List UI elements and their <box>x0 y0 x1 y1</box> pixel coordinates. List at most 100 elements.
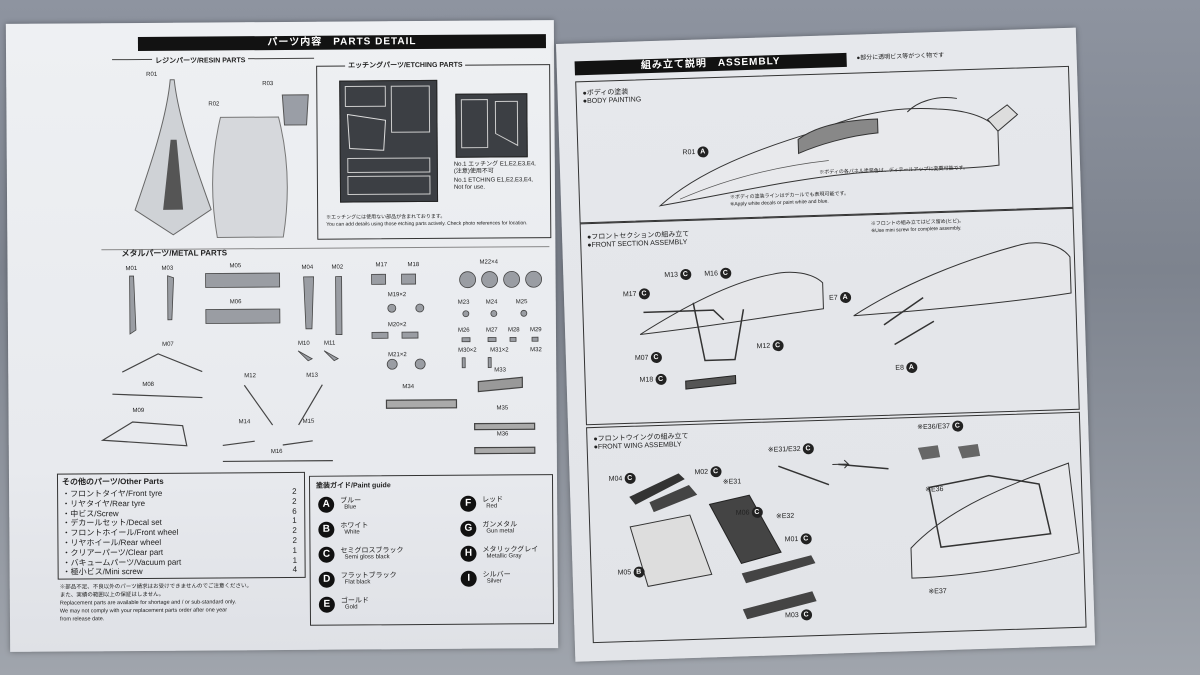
other-part-quantity: 2 <box>292 535 297 545</box>
paint-code-badge: E <box>318 596 335 613</box>
paint-code-badge: C <box>709 466 722 478</box>
assembly-header: 組み立て説明 ASSEMBLY <box>574 52 847 76</box>
wing-label-e31: ※E31 <box>722 478 742 486</box>
other-part-quantity: 2 <box>292 486 297 496</box>
other-part-quantity: 4 <box>292 565 298 575</box>
assembly-top-note: ●部分に透明ビス等がつく物です <box>856 52 945 62</box>
front-label-m16-text: M16 <box>704 270 719 278</box>
body-painting-drawing <box>658 97 1019 207</box>
paint-name-en: Metallic Gray <box>486 553 522 560</box>
wing-label-m04-text: M04 <box>608 475 623 483</box>
front-section-section: ●フロントセクションの組み立て ●FRONT SECTION ASSEMBLY … <box>579 207 1080 426</box>
etching-note-en: No.1 ETCHING E1,E2,E3,E4, Not for use. <box>453 177 533 191</box>
wing-label-m04: M04 C <box>608 472 636 485</box>
front-section-drawing <box>639 242 1072 390</box>
front-label-m13-text: M13 <box>664 271 679 280</box>
parts-detail-header: パーツ内容 PARTS DETAIL <box>137 34 546 51</box>
etching-bottom-note: ※エッチングには使用ない部品が含まれております。 You can add det… <box>326 213 528 228</box>
wing-label-e37: ※E37 <box>928 587 947 596</box>
front-label-m13: M13 C <box>664 268 692 281</box>
paint-name-en: White <box>344 529 360 536</box>
paint-code-badge: C <box>719 267 732 279</box>
metal-parts-box: メタルパーツ/METAL PARTS M01 M03 M05 M06 M04 M… <box>100 246 551 469</box>
wing-label-m05-text: M05 <box>617 569 632 577</box>
paint-code-badge: A <box>905 361 918 374</box>
paint-code-badge: G <box>460 520 477 537</box>
front-label-m17-text: M17 <box>622 290 637 299</box>
other-part-quantity: 1 <box>292 516 297 526</box>
etching-parts-box: エッチングパーツ/ETCHING PARTS No.1 エッチング E1,E2,… <box>316 59 552 240</box>
paint-code-badge: C <box>624 472 636 485</box>
front-label-m16: M16 C <box>704 267 732 280</box>
parts-detail-page: パーツ内容 PARTS DETAIL レジンパーツ/RESIN PARTS R0… <box>5 20 559 652</box>
paint-code-badge: C <box>800 609 812 621</box>
etching-parts-title: エッチングパーツ/ETCHING PARTS <box>345 59 466 71</box>
paint-code-badge: C <box>638 288 650 300</box>
paint-code-badge: F <box>460 495 477 512</box>
body-label-r01: R01 A <box>682 146 709 158</box>
body-painting-section: ●ボディの塗装 ●BODY PAINTING R01 A ※ボディの各パネル塗装… <box>575 65 1074 224</box>
wing-label-e31-e32: ※E31/E32 C <box>768 443 814 455</box>
paint-code-badge: C <box>751 506 763 519</box>
paint-code-badge: D <box>318 571 335 588</box>
paint-name-en: Red <box>486 503 498 510</box>
front-label-m17: M17 C <box>623 288 650 300</box>
paint-code-badge: A <box>839 291 851 304</box>
other-part-quantity: 6 <box>292 506 297 516</box>
front-label-m07-text: M07 <box>634 354 649 363</box>
wing-label-m05: M05 B <box>617 566 645 578</box>
front-label-e8-text: E8 <box>895 364 905 372</box>
wing-label-m06-text: M06 <box>735 509 750 517</box>
other-part-label: ・極小ビス/Mini screw <box>62 567 143 577</box>
metal-parts-drawing <box>100 270 543 463</box>
paint-code-badge: A <box>697 146 709 158</box>
wing-label-m01: M01 C <box>785 533 812 545</box>
front-label-e7-text: E7 <box>829 294 838 302</box>
paint-code-badge: B <box>633 566 645 578</box>
front-label-m07: M07 C <box>634 351 662 364</box>
front-label-m18-text: M18 <box>639 376 654 384</box>
paint-name-en: Gold <box>344 604 358 611</box>
other-parts-title: その他のパーツ/Other Parts <box>61 476 164 487</box>
wing-label-m03-text: M03 <box>784 612 799 620</box>
front-label-m18: M18 C <box>639 373 667 386</box>
paint-name-en: Silver <box>486 578 502 585</box>
front-label-m12: M12 C <box>756 340 784 352</box>
resin-parts-box: レジンパーツ/RESIN PARTS R01 R02 R03 <box>112 55 316 241</box>
paint-code-badge: C <box>654 373 667 386</box>
paint-name-en: Semi gloss black <box>344 554 390 561</box>
paint-guide-title: 塗装ガイド/Paint guide <box>316 482 391 490</box>
wing-label-m03: M03 C <box>785 609 812 621</box>
etching-sheet-1-detail <box>344 85 431 196</box>
replacement-footnote: ※部品不足、不良以外のパーツ請求はお受けできませんのでご注意ください。 また、実… <box>59 583 253 623</box>
other-part-quantity: 1 <box>292 555 298 565</box>
front-label-e7: E7 A <box>829 291 851 304</box>
wing-label-e36-e37-text: ※E36/E37 <box>917 423 951 432</box>
resin-parts-drawing <box>134 79 309 238</box>
front-label-m12-text: M12 <box>756 342 771 351</box>
paint-code-badge: C <box>318 546 335 563</box>
wing-label-e36: ※E36 <box>925 486 944 494</box>
wing-label-m06: M06 C <box>735 506 763 519</box>
front-wing-drawing <box>629 443 1080 620</box>
other-part-quantity: 2 <box>292 496 297 506</box>
paint-code-badge: H <box>460 545 477 562</box>
paint-code-badge: C <box>771 340 784 352</box>
paint-code-badge: C <box>679 268 692 281</box>
paint-code-badge: C <box>951 420 964 432</box>
wing-label-m02-text: M02 <box>694 468 709 477</box>
paint-code-badge: A <box>318 496 335 513</box>
paint-name-en: Flat black <box>344 579 371 586</box>
paint-code-badge: C <box>800 533 812 545</box>
paint-code-badge: B <box>318 521 335 538</box>
wing-label-e36-e37: ※E36/E37 C <box>917 420 964 432</box>
wing-label-e32: ※E32 <box>775 512 795 521</box>
front-label-e8: E8 A <box>895 361 918 374</box>
paint-code-badge: I <box>460 570 477 587</box>
etching-note-jp: No.1 エッチング E1,E2,E3,E4, (注意)使用不可 <box>453 161 536 175</box>
other-part-quantity: 2 <box>292 526 297 536</box>
paint-code-badge: C <box>650 351 662 364</box>
paint-code-badge: C <box>802 443 814 455</box>
